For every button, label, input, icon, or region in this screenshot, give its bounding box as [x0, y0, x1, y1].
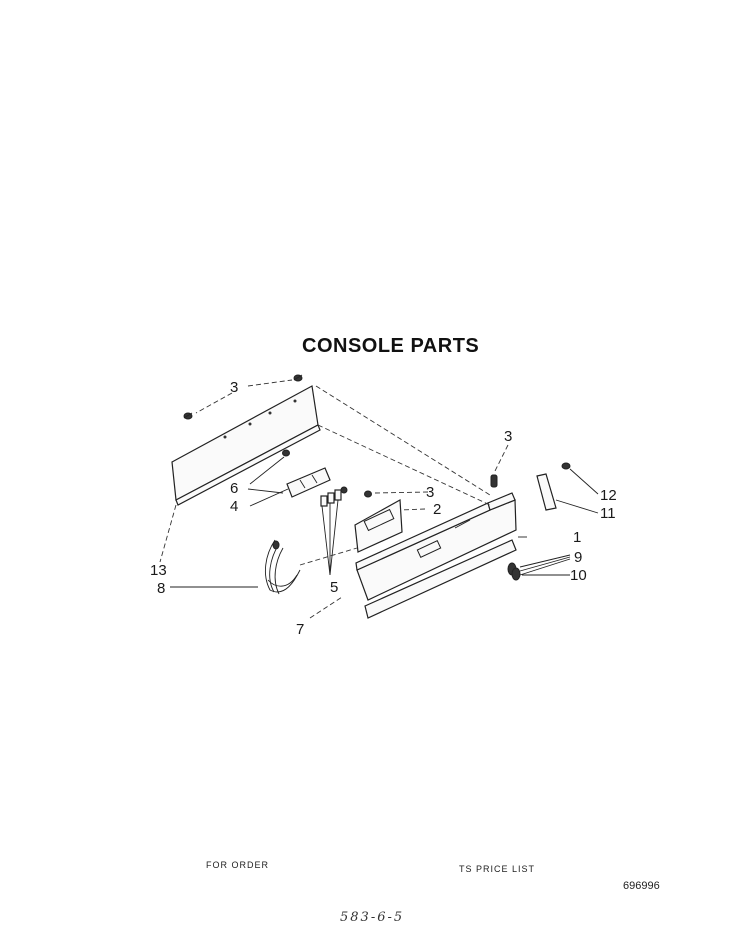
- callout-4: 4: [230, 498, 238, 515]
- trim-strip: [364, 539, 517, 619]
- callout-5: 5: [330, 579, 338, 596]
- footer-right-text: TS PRICE LIST: [459, 864, 536, 874]
- handwritten-note: 583-6-5: [340, 910, 405, 925]
- control-knobs: [507, 562, 521, 581]
- callout-12: 12: [600, 487, 617, 504]
- callout-8: 8: [157, 580, 165, 597]
- bezel: [354, 490, 403, 553]
- callout-13: 13: [150, 562, 167, 579]
- callout-10: 10: [570, 567, 587, 584]
- bracket: [286, 467, 331, 498]
- callout-3-top: 3: [230, 379, 238, 396]
- callout-1: 1: [573, 529, 581, 546]
- callout-3-bezel: 3: [426, 484, 434, 501]
- screw-console: [490, 474, 498, 488]
- small-knobs: [320, 486, 348, 507]
- console-panel: [355, 492, 517, 601]
- screw-top-left: [183, 412, 193, 420]
- callout-3-console: 3: [504, 428, 512, 445]
- document-number: 696996: [623, 880, 660, 892]
- callout-2: 2: [433, 501, 441, 518]
- callout-6: 6: [230, 480, 238, 497]
- leader-lines: [159, 379, 599, 619]
- callout-9: 9: [574, 549, 582, 566]
- screw-6: [282, 449, 290, 457]
- page-title: CONSOLE PARTS: [302, 335, 480, 357]
- wire-harness: [264, 539, 301, 595]
- footer-left-text: FOR ORDER: [206, 860, 269, 870]
- callout-11: 11: [600, 505, 616, 522]
- side-bracket: [536, 462, 571, 511]
- screw-top-right: [293, 374, 303, 382]
- callout-7: 7: [296, 621, 304, 638]
